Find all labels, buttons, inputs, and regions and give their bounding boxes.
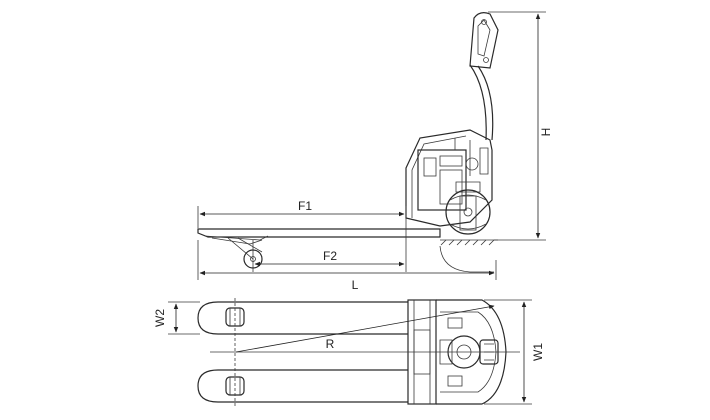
dimension-f1: F1: [197, 199, 407, 228]
swing-arc: [439, 245, 494, 273]
label-w2: W2: [153, 309, 167, 327]
tiller-handle: [469, 12, 499, 141]
dimension-h: H: [488, 11, 553, 241]
label-f1: F1: [298, 199, 312, 213]
label-r: R: [326, 337, 335, 351]
side-view: [197, 12, 499, 273]
load-roller: [211, 237, 263, 269]
radius-line: [235, 304, 495, 353]
top-view: R: [197, 298, 520, 408]
label-l: L: [352, 278, 359, 292]
label-h: H: [539, 128, 553, 137]
chassis-body: [405, 129, 493, 227]
dimension-f2: F2: [252, 226, 407, 272]
fork-top-upper: [197, 301, 408, 335]
drive-wheel: [445, 181, 491, 235]
dimension-w2: W2: [153, 301, 200, 335]
label-w1: W1: [531, 343, 545, 361]
dimension-w1: W1: [484, 299, 545, 405]
label-f2: F2: [323, 249, 337, 263]
fork-top-lower: [197, 369, 408, 403]
dimension-l: L: [197, 240, 497, 292]
fork-side: [197, 228, 441, 238]
ground-line: [440, 239, 498, 246]
